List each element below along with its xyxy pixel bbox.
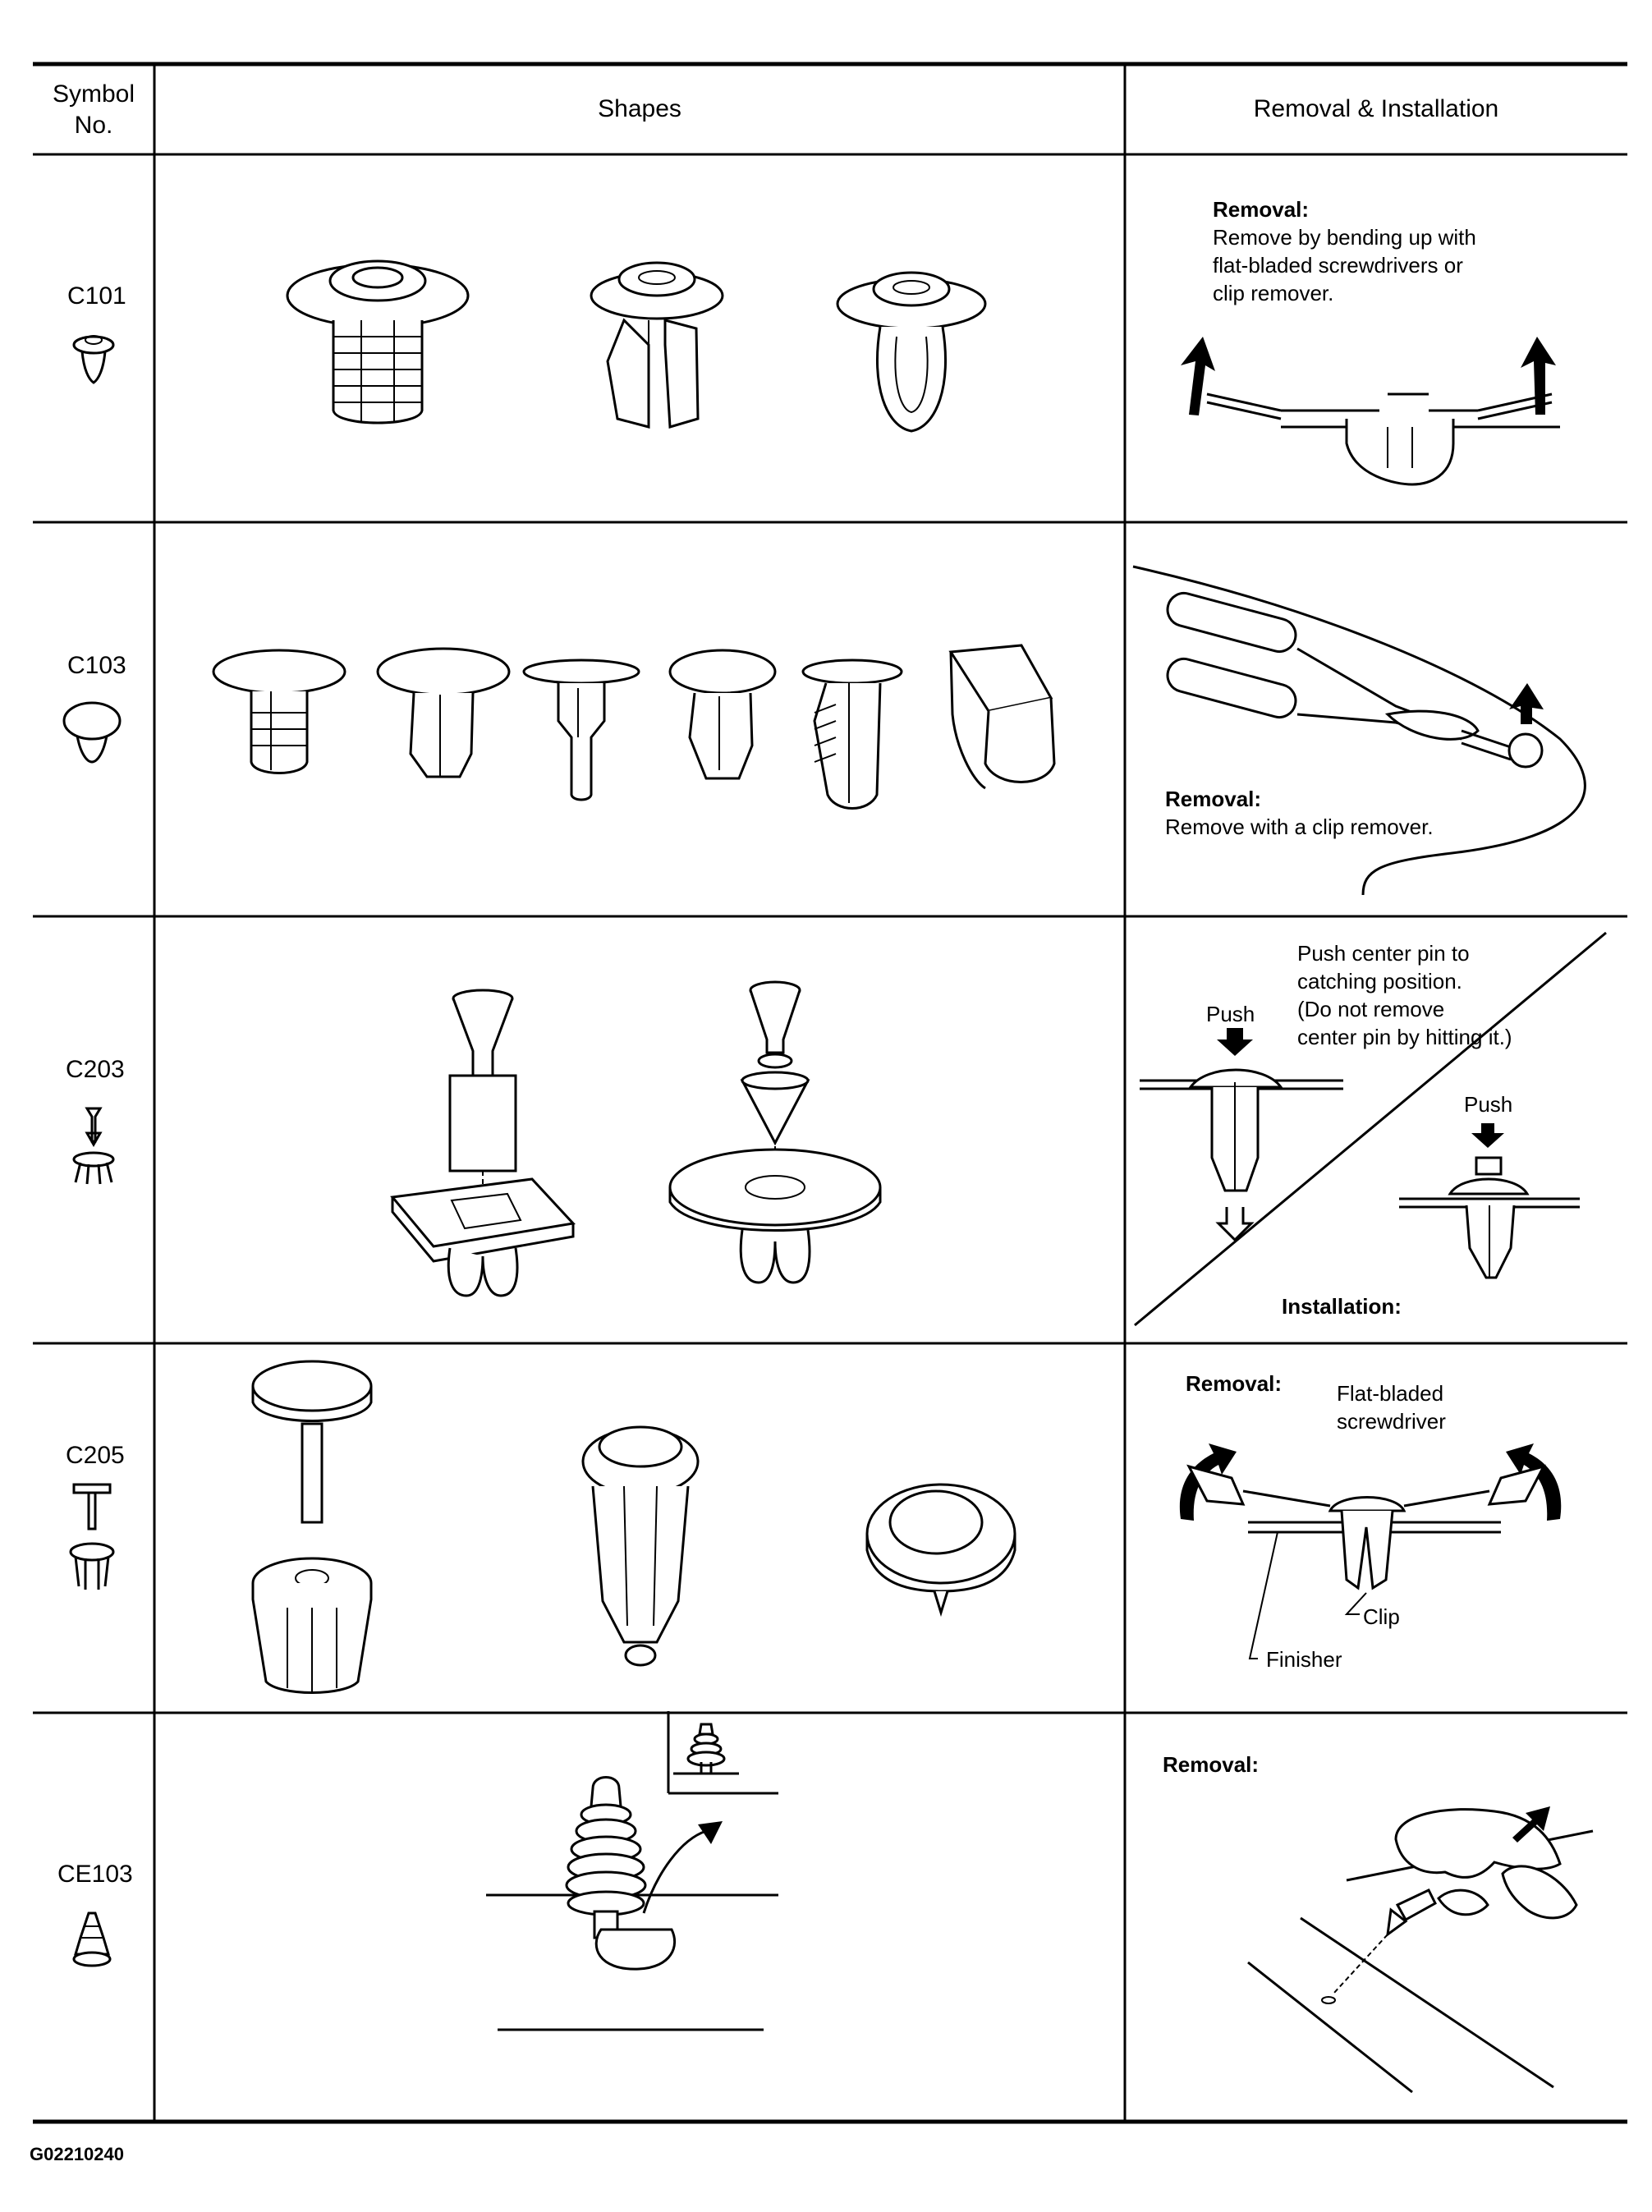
- symbol-ce103: CE103: [57, 1861, 133, 1888]
- c101-arrow-right-icon: [1521, 337, 1556, 415]
- header-removal-installation: Removal & Installation: [1253, 95, 1499, 122]
- c103-arrow-up-icon: [1509, 683, 1544, 724]
- figure-code: G02210240: [30, 2144, 124, 2164]
- symbol-c101: C101: [67, 282, 126, 310]
- header-shapes: Shapes: [598, 95, 681, 122]
- c205-tool-label: Flat-bladed screwdriver: [1337, 1381, 1446, 1434]
- c203-push-label-2: Push: [1464, 1092, 1513, 1117]
- c101-removal-title: Removal:: [1213, 197, 1310, 222]
- c205-screwdriver-left-icon: [1186, 1464, 1331, 1508]
- ce103-hand-icon: [1394, 1808, 1578, 1920]
- symbol-c103: C103: [67, 652, 126, 679]
- c203-push-instruction: Push center pin to catching position. (D…: [1297, 941, 1512, 1049]
- c205-arrow-right-icon: [1506, 1443, 1562, 1521]
- c203-installation-label: Installation:: [1282, 1294, 1402, 1319]
- ce103-arrow-up-icon: [1512, 1806, 1550, 1843]
- symbol-c205: C205: [66, 1442, 125, 1469]
- header-symbol-no: Symbol No.: [52, 80, 135, 139]
- c103-pliers-icon: [1166, 591, 1544, 769]
- c101-arrow-left-icon: [1181, 337, 1215, 415]
- c205-arrow-left-icon: [1179, 1443, 1237, 1521]
- c103-removal-title: Removal:: [1165, 787, 1262, 811]
- ce103-arrow-icon: [698, 1821, 723, 1844]
- c205-removal-title: Removal:: [1186, 1371, 1283, 1396]
- c203-push-arrow-2-icon: [1471, 1123, 1504, 1148]
- c203-clip-installed: [1399, 1156, 1580, 1279]
- c101-screwdriver-icon: [1206, 392, 1560, 486]
- c203-divider-line: [1134, 931, 1607, 1327]
- ce103-removal-title: Removal:: [1163, 1752, 1260, 1777]
- c101-removal-text: Remove by bending up with flat-bladed sc…: [1213, 225, 1476, 305]
- c103-panel-outline: [1132, 565, 1586, 896]
- symbol-c203: C203: [66, 1056, 125, 1083]
- c203-clip-removed: [1140, 1068, 1343, 1242]
- c103-removal-text: Remove with a clip remover.: [1165, 815, 1434, 839]
- c203-push-arrow-1-icon: [1217, 1028, 1253, 1056]
- ce103-clip-icon: [1386, 1888, 1437, 1938]
- c205-finisher-label: Finisher: [1266, 1647, 1342, 1672]
- c205-clip-label: Clip: [1363, 1604, 1400, 1629]
- c203-push-label-1: Push: [1206, 1002, 1255, 1026]
- c205-screwdriver-right-icon: [1403, 1464, 1546, 1508]
